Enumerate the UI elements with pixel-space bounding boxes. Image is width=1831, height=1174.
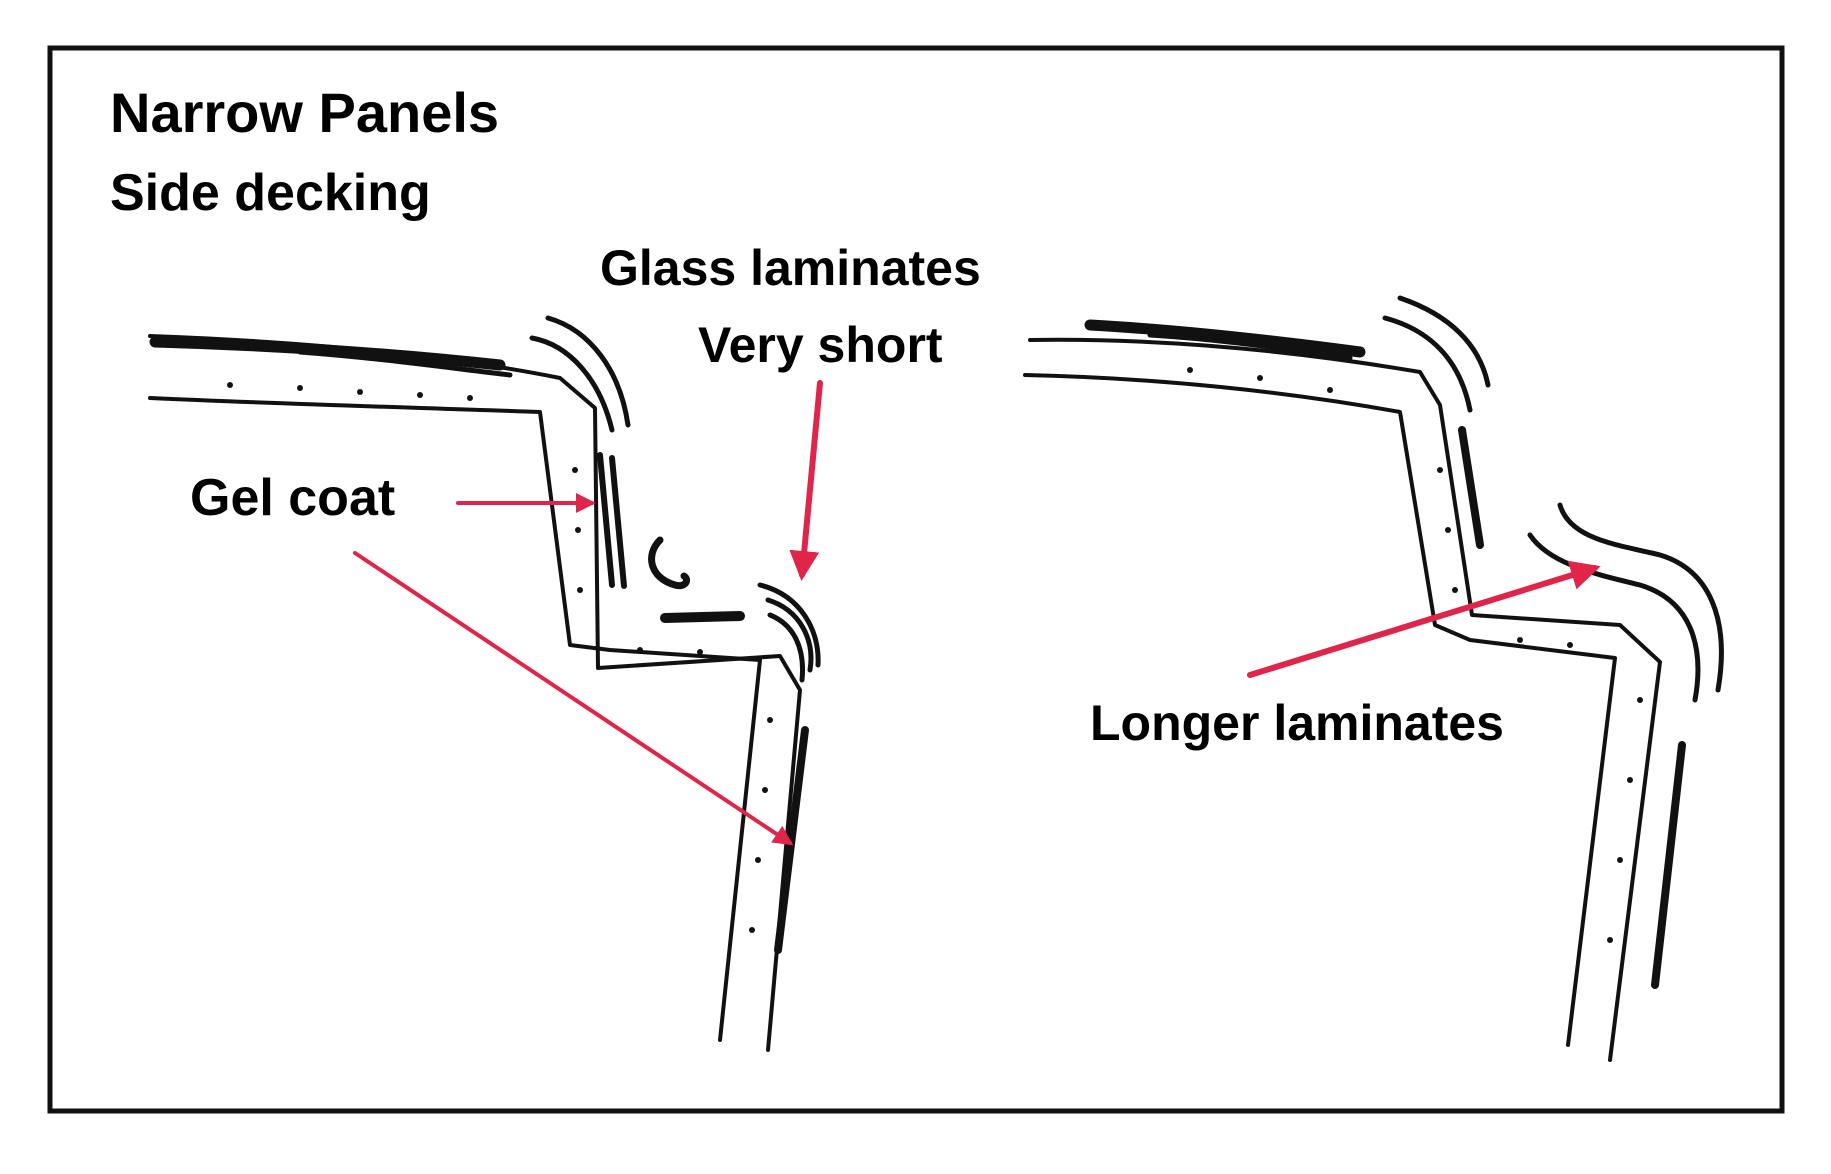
diagram-title: Narrow Panels (110, 81, 499, 144)
left-panel-sketch (148, 315, 821, 1052)
longer-laminates-arrow (1247, 560, 1601, 678)
gel-coat-arrow-lower (353, 551, 794, 846)
very-short-arrow (789, 380, 823, 581)
gel-coat-label: Gel coat (190, 469, 395, 527)
diagram-frame (47, 45, 1785, 1114)
longer-laminates-label: Longer laminates (1090, 695, 1504, 751)
right-panel-sketch (1023, 295, 1724, 1062)
very-short-label: Very short (698, 317, 943, 373)
glass-laminates-label: Glass laminates (600, 240, 981, 296)
diagram-subtitle: Side decking (110, 164, 431, 222)
